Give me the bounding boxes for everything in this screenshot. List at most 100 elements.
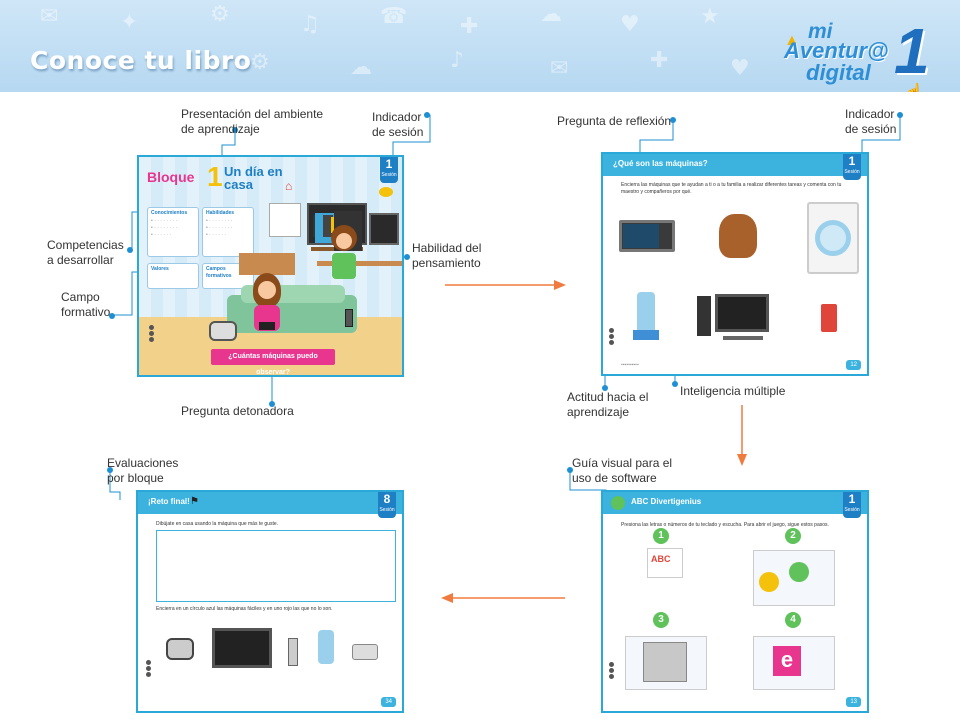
pattern-star-icon: ✦	[120, 10, 139, 35]
step-4-badge: 4	[785, 612, 801, 628]
callout-indicador-sesion-2: Indicador de sesión	[845, 107, 897, 136]
page-number-13: 13	[846, 697, 861, 707]
callout-indicador-sesion-1: Indicador de sesión	[372, 110, 424, 139]
blender	[637, 292, 655, 340]
attitude-lights-icon-4	[146, 660, 151, 680]
mi-aventura-digital-logo[interactable]: ▲ mi Aventur@ digital 1 ☝	[784, 15, 934, 92]
panel4-title-bar: ¡Reto final! ⚑	[138, 492, 402, 514]
phone-item	[288, 638, 298, 666]
card-valores: Valores	[147, 263, 199, 289]
boombox-item	[166, 638, 194, 660]
microwave-window	[623, 224, 659, 248]
step-1-screenshot	[647, 548, 683, 578]
pattern-envelope-icon: ✉	[40, 4, 59, 29]
callout-habilidad: Habilidad del pensamiento	[412, 241, 482, 270]
pattern-music-icon: ♫	[300, 12, 320, 37]
step-2-ball-icon	[759, 572, 779, 592]
panel3-instruction: Presiona las letras o números de tu tecl…	[621, 522, 829, 528]
teddy-bear	[719, 214, 757, 258]
panel3-title-bar: ABC Divertigenius	[603, 492, 867, 514]
callout-pregunta-detonadora: Pregunta detonadora	[181, 404, 294, 418]
page-title: Conoce tu libro	[30, 46, 252, 75]
monitor	[369, 213, 399, 245]
panel4-instruction-circle: Encierra en un círculo azul las máquinas…	[156, 606, 333, 612]
step-3-badge: 3	[653, 612, 669, 628]
monitor-item	[212, 628, 272, 668]
pointer-hand-icon: ☝	[904, 82, 924, 92]
tablet	[259, 322, 275, 330]
panel2-instruction: Encierra las máquinas que te ayudan a ti…	[621, 182, 842, 195]
blender-base	[633, 330, 659, 340]
pattern-plus-icon: ✚	[460, 14, 479, 39]
callout-competencias: Competencias a desarrollar	[47, 238, 124, 267]
pattern-cloud-icon: ☁	[540, 2, 562, 27]
cap-icon: ▲	[784, 32, 800, 49]
desk	[317, 261, 402, 266]
pattern-envelope2-icon: ✉	[550, 56, 569, 81]
trigger-question: ¿Cuántas máquinas puedo observar?	[211, 349, 335, 375]
thinking-glasses-icon	[379, 187, 393, 197]
pattern-heart2-icon: ♥	[730, 56, 750, 81]
page-header: ✉ ✦ ⚙ ♫ ☎ ✚ ☁ ♥ ★ ⚙ ☁ ♪ ✉ ✚ ♥ Conoce tu …	[0, 0, 960, 92]
keyboard	[723, 336, 763, 340]
girl-face	[258, 281, 276, 299]
bloque-title: Un día en casa	[224, 164, 283, 192]
toaster-item	[352, 644, 378, 660]
pattern-gear2-icon: ⚙	[250, 50, 270, 75]
logo-line1: mi	[808, 20, 833, 43]
boy-shirt	[332, 253, 356, 279]
logo-number: 1	[894, 15, 930, 87]
pattern-gear-icon: ⚙	[210, 2, 230, 27]
speaker-tower	[323, 215, 333, 237]
callout-presentacion: Presentación del ambiente de aprendizaje	[181, 107, 324, 136]
step-2-badge: 2	[785, 528, 801, 544]
washing-machine-door	[815, 220, 851, 256]
logo-line3: digital	[806, 60, 871, 85]
panel2-title-bar: ¿Qué son las máquinas?	[603, 154, 867, 176]
callout-inteligencia: Inteligencia múltiple	[680, 384, 786, 398]
card-conocimientos: Conocimientos • · · · · · · · ·• · · · ·…	[147, 207, 199, 257]
boy-face	[336, 233, 352, 249]
cellphone	[345, 309, 353, 327]
attitude-lights-icon	[149, 325, 154, 345]
callout-pregunta-reflexion: Pregunta de reflexión	[557, 114, 672, 128]
pattern-cloud2-icon: ☁	[350, 55, 372, 80]
step-2-ball2-icon	[789, 562, 809, 582]
logo-line2: Aventur@	[784, 38, 889, 63]
card-habilidades: Habilidades • · · · · · · · ·• · · · · ·…	[202, 207, 254, 257]
step-1-badge: 1	[653, 528, 669, 544]
abc-logo: ABC	[651, 554, 671, 564]
page-number-34: 34	[381, 697, 396, 707]
bloque-number: 1	[207, 161, 223, 192]
letter-e-tile: e	[773, 646, 801, 676]
table	[239, 253, 295, 275]
pattern-star2-icon: ★	[700, 4, 720, 29]
panel4-instruction-draw: Dibújate en casa usando la máquina que m…	[156, 521, 279, 527]
callout-guia-visual: Guía visual para el uso de software	[572, 456, 673, 485]
soda-cup	[821, 304, 837, 332]
drawing-area[interactable]	[156, 530, 396, 602]
pattern-phone-icon: ☎	[380, 4, 408, 29]
blender-item	[318, 630, 334, 664]
pattern-music2-icon: ♪	[450, 48, 465, 73]
callout-evaluaciones: Evaluaciones por bloque	[107, 456, 179, 485]
page-number-12: 12	[846, 360, 861, 370]
software-icon	[611, 496, 625, 510]
callout-actitud: Actitud hacia el aprendizaje	[567, 390, 649, 419]
bloque-label: Bloque	[147, 169, 195, 185]
panel2-footer-text: ▪▪▪▪▪▪▪▪▪▪	[621, 362, 639, 368]
attitude-lights-icon-3	[609, 662, 614, 682]
desktop-monitor	[715, 294, 769, 332]
attitude-lights-icon-2	[609, 328, 614, 348]
checkered-flag-icon: ⚑	[190, 496, 199, 507]
boombox	[209, 321, 237, 341]
pattern-heart-icon: ♥	[620, 12, 640, 37]
